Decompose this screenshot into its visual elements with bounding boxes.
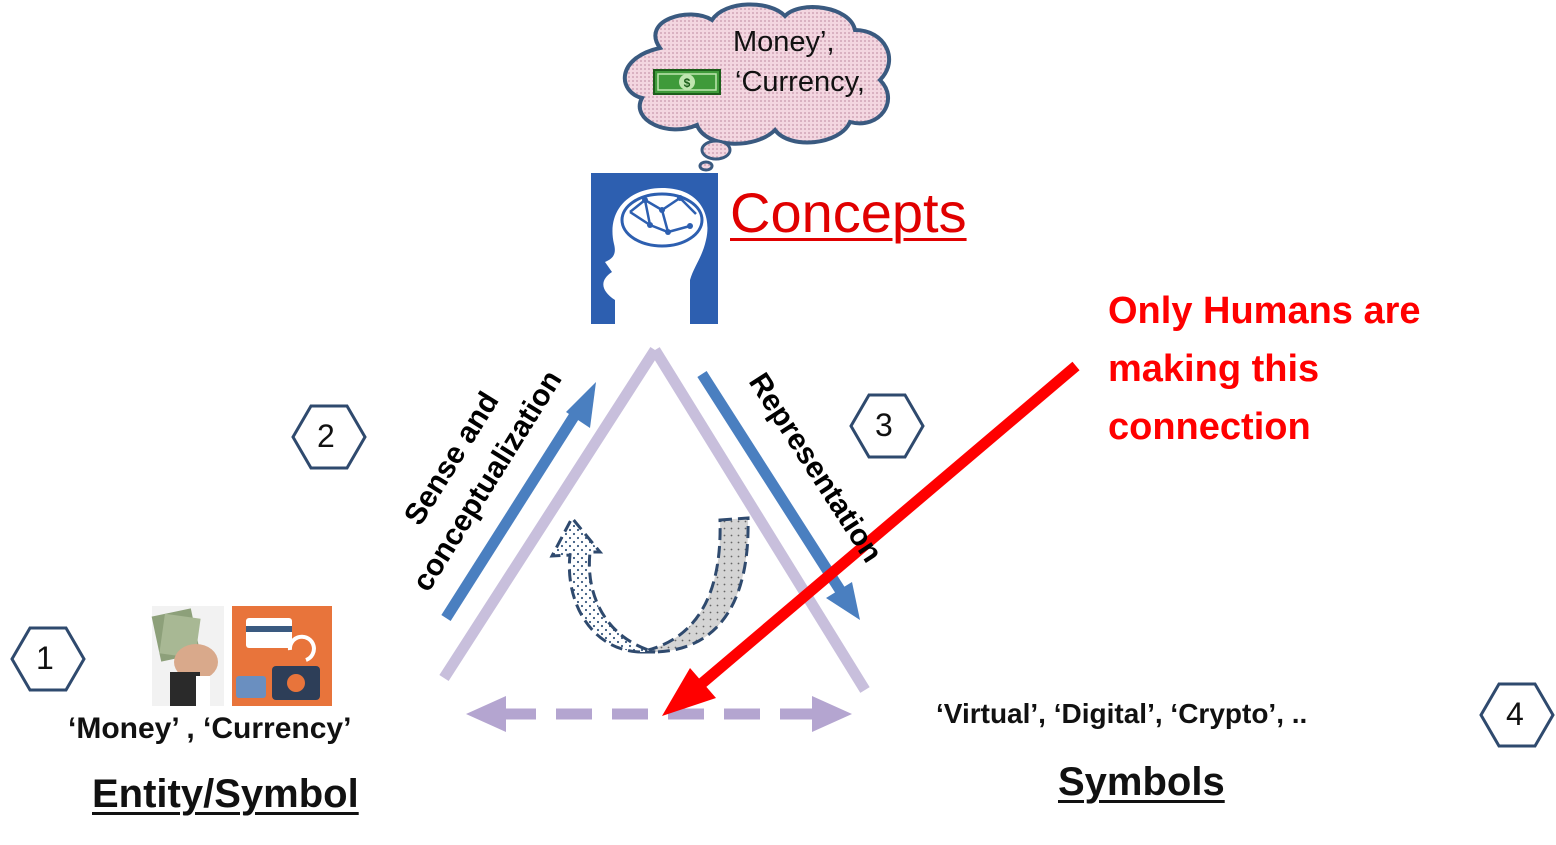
- money-in-hand-icon: [151, 606, 224, 706]
- triangle-edges: [439, 347, 870, 693]
- symbol-terms: ‘Virtual’, ‘Digital’, ‘Crypto’, ..: [936, 698, 1308, 729]
- concepts-title: Concepts: [730, 181, 967, 244]
- cloud-text-line2: ‘Currency,: [735, 66, 865, 98]
- callout-line2: making this: [1108, 348, 1320, 390]
- card-payment-exchange-icon: [232, 606, 332, 706]
- marker-2: [291, 404, 367, 470]
- callout-text: Only Humans are making this connection: [1108, 282, 1421, 456]
- marker-1-number: 1: [36, 640, 54, 676]
- callout-line3: connection: [1108, 406, 1311, 448]
- representation-arrow: [697, 371, 860, 620]
- marker-4-number: 4: [1506, 696, 1524, 732]
- marker-3-number: 3: [875, 407, 893, 443]
- svg-text:$: $: [684, 76, 691, 90]
- entity-symbol-title: Entity/Symbol: [92, 772, 359, 816]
- red-callout-arrow: [662, 361, 1080, 716]
- marker-1: [10, 626, 86, 692]
- dollar-bill-icon: $: [653, 69, 721, 95]
- sense-arrow: [441, 382, 596, 621]
- marker-4: [1479, 682, 1555, 748]
- marker-2-number: 2: [317, 418, 335, 454]
- entity-terms: ‘Money’ , ‘Currency’: [68, 712, 352, 745]
- marker-3: [849, 393, 925, 459]
- callout-line1: Only Humans are: [1108, 290, 1421, 332]
- cloud-text-line1: Money’,: [733, 26, 835, 58]
- thought-cloud: [622, 2, 892, 172]
- human-brain-icon: [591, 173, 718, 324]
- symbols-title: Symbols: [1058, 760, 1225, 804]
- cycle-arrows: [549, 515, 750, 654]
- dashed-base-arrow: [466, 696, 852, 732]
